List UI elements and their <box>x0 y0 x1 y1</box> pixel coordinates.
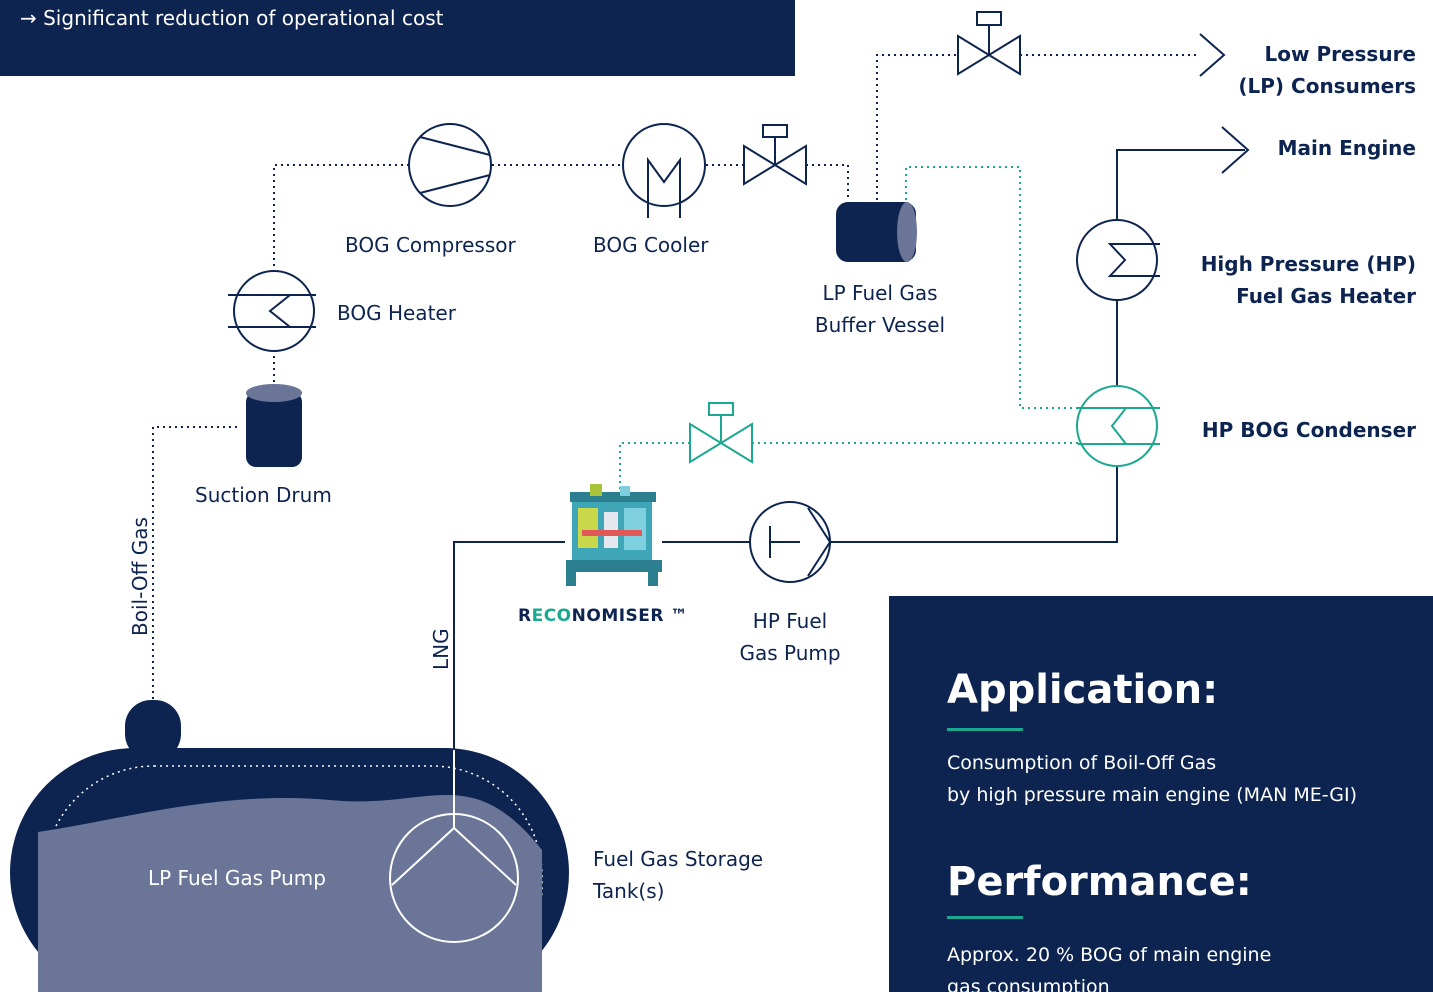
bog-compressor-icon <box>408 123 492 207</box>
buffer-to-lp-valve-line <box>876 54 958 200</box>
reconomiser-label-eco: ECO <box>531 606 572 626</box>
lp-buffer-label-line1: LP Fuel Gas <box>822 281 938 305</box>
boil-off-gas-label: Boil-Off Gas <box>128 517 152 636</box>
application-text-line2: by high pressure main engine (MAN ME-GI) <box>947 784 1358 806</box>
lp-consumers-label-line1: Low Pressure <box>1264 42 1416 66</box>
performance-text-line1: Approx. 20 % BOG of main engine <box>947 944 1272 966</box>
suction-drum-icon <box>246 384 302 467</box>
valve-to-buffer-line <box>806 164 849 200</box>
heater-to-engine-line <box>1116 149 1245 220</box>
info-panel: Application: Consumption of Boil-Off Gas… <box>889 596 1433 992</box>
pump-to-condenser-line <box>830 466 1118 543</box>
lng-label: LNG <box>429 628 453 670</box>
application-rule <box>947 728 1023 731</box>
tank-dome <box>125 700 181 760</box>
control-valve-icon-1 <box>743 124 807 186</box>
hp-fuel-gas-pump-icon <box>749 501 832 583</box>
hp-pump-label-line1: HP Fuel <box>752 609 828 633</box>
lp-consumers-arrow-icon <box>1199 33 1226 77</box>
hp-condenser-label: HP BOG Condenser <box>1201 418 1416 442</box>
bog-heater-label: BOG Heater <box>337 301 456 325</box>
bog-compressor-label: BOG Compressor <box>345 233 516 257</box>
storage-tank-label-line2: Tank(s) <box>593 879 665 903</box>
tank-inner-dotted <box>43 765 543 992</box>
hp-heater-label-line2: Fuel Gas Heater <box>1236 284 1416 308</box>
performance-heading: Performance: <box>947 859 1252 905</box>
bog-cooler-label: BOG Cooler <box>593 233 709 257</box>
lng-liquid <box>38 795 542 992</box>
hp-pump-label-line2: Gas Pump <box>739 641 841 665</box>
lp-consumers-label-line2: (LP) Consumers <box>1238 74 1416 98</box>
main-engine-label: Main Engine <box>1277 136 1416 160</box>
lp-buffer-vessel-icon <box>836 202 917 262</box>
performance-text-line2: gas consumption <box>947 976 1110 992</box>
lng-line <box>453 541 565 750</box>
control-valve-icon-2 <box>957 11 1021 76</box>
reconomiser-label-r: R <box>518 606 532 626</box>
hp-heater-label-line1: High Pressure (HP) <box>1200 252 1416 276</box>
storage-tank-label-line1: Fuel Gas Storage <box>593 847 764 871</box>
application-heading: Application: <box>947 667 1219 713</box>
bog-cooler-icon <box>622 123 706 218</box>
lp-fuel-gas-pump-label: LP Fuel Gas Pump <box>148 866 326 890</box>
bog-heater-icon <box>228 270 316 352</box>
lp-buffer-label-line2: Buffer Vessel <box>814 313 946 337</box>
header-bullet: → Significant reduction of operational c… <box>20 6 444 30</box>
storage-tank <box>10 700 569 992</box>
hp-bog-condenser-icon <box>1076 385 1160 467</box>
reconomiser-machine-icon <box>566 484 662 586</box>
hp-fuel-gas-heater-icon <box>1076 219 1160 301</box>
header-band: → Significant reduction of operational c… <box>0 0 795 76</box>
green-control-valve-icon <box>689 402 753 464</box>
performance-rule <box>947 916 1023 919</box>
main-engine-arrow-icon <box>1221 126 1250 174</box>
suction-drum-label: Suction Drum <box>195 483 332 507</box>
boil-off-gas-line <box>152 426 240 705</box>
reconomiser-label: RECONOMISER ™ <box>518 606 688 626</box>
application-text-line1: Consumption of Boil-Off Gas <box>947 752 1217 774</box>
reconomiser-label-rest: NOMISER ™ <box>571 606 688 626</box>
